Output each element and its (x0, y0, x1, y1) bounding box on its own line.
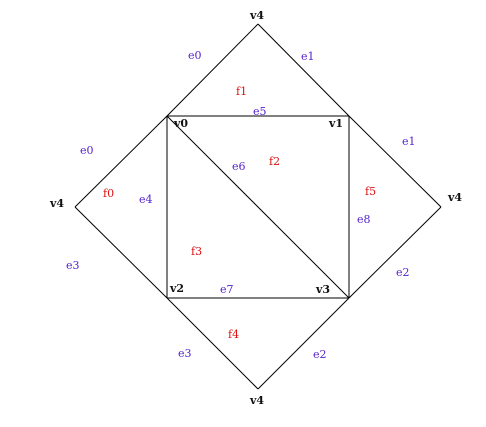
outer-diamond (74, 23, 442, 390)
vertex-labels: v4 v0 v1 v4 v4 v2 v3 v4 (49, 9, 462, 407)
edge-label-e7: e7 (220, 283, 234, 296)
edge-v4-left-v0 (74, 115, 168, 208)
vertex-label-v0: v0 (173, 117, 188, 130)
edge-label-e3-bottom: e3 (178, 347, 192, 360)
vertex-label-v3: v3 (315, 283, 330, 296)
vertex-label-v2: v2 (169, 282, 184, 295)
face-labels: f1 f2 f0 f5 f3 f4 (103, 85, 376, 341)
edge-label-e1-right: e1 (402, 135, 416, 148)
face-label-f3: f3 (191, 245, 202, 258)
face-label-f4: f4 (228, 328, 239, 341)
edge-v4-top-v1 (257, 23, 350, 117)
edge-v0-v3-diagonal (166, 115, 350, 299)
edge-label-e6: e6 (232, 160, 246, 173)
edge-label-e8: e8 (357, 213, 371, 226)
edge-label-e0-top: e0 (188, 49, 202, 62)
edge-v4-right-v3 (348, 206, 442, 299)
edge-label-e4: e4 (139, 193, 153, 206)
edge-v0-v4-top (166, 23, 259, 117)
vertex-label-v4-right: v4 (447, 191, 462, 204)
vertex-label-v4-top: v4 (249, 9, 264, 22)
edge-label-e5: e5 (253, 105, 267, 118)
vertex-label-v4-left: v4 (49, 197, 64, 210)
face-label-f5: f5 (365, 185, 376, 198)
vertex-label-v1: v1 (328, 117, 343, 130)
edge-labels: e0 e1 e0 e1 e5 e6 e4 e8 e3 e2 e7 e3 e2 (66, 49, 416, 361)
edge-v3-v4-bottom (257, 297, 350, 390)
vertex-label-v4-bottom: v4 (249, 394, 264, 407)
inner-square (166, 115, 350, 299)
face-label-f0: f0 (103, 187, 114, 200)
edge-v1-v4-right (348, 115, 442, 208)
edge-label-e2-bottom: e2 (313, 348, 327, 361)
edge-label-e1-top: e1 (301, 50, 315, 63)
face-label-f1: f1 (236, 85, 247, 98)
face-label-f2: f2 (269, 155, 280, 168)
edge-label-e3-left: e3 (66, 259, 80, 272)
edge-v2-v4-left (74, 206, 168, 299)
edge-label-e2-right: e2 (396, 266, 410, 279)
edge-v4-bottom-v2 (166, 297, 259, 390)
edge-label-e0-left: e0 (80, 144, 94, 157)
